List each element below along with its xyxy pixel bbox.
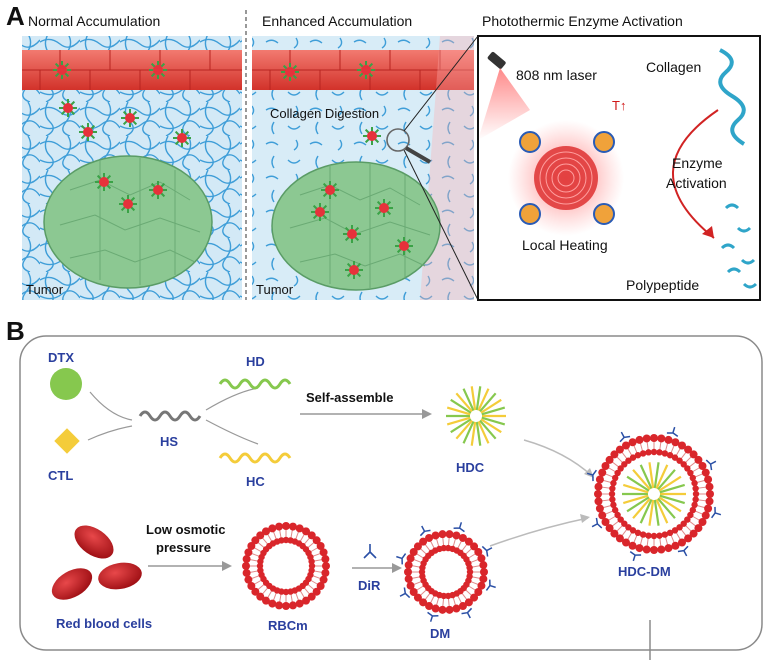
red-blood-cells-label: Red blood cells [56,616,152,631]
tumor-mass-normal [43,155,213,289]
dm-vesicle [396,522,496,622]
hc-label: HC [246,474,265,489]
nanoparticles [53,61,413,279]
dir-label: DiR [358,578,381,593]
laser-icon [478,51,530,140]
hdc-dm-label: HDC-DM [618,564,671,579]
enzyme-label: Enzyme [672,155,723,171]
dtx-label: DTX [48,350,74,365]
panel-b-letter: B [6,316,25,346]
enzyme-cluster [519,131,615,225]
normal-accumulation-scene: Tumor [22,36,242,300]
enhanced-accumulation-title: Enhanced Accumulation [262,13,412,29]
dm-label: DM [430,626,450,641]
photothermic-box: 808 nm laser T↑ Local Heating Collagen E… [477,35,761,301]
laser-label: 808 nm laser [516,67,597,83]
dir-molecule [363,544,377,559]
hc-polymer [218,452,292,464]
red-blood-cells [51,525,142,600]
polypeptide-label: Polypeptide [626,277,699,293]
collagen-digestion-label: Collagen Digestion [270,106,379,121]
dtx-molecule [50,368,82,400]
hs-polymer [138,410,202,422]
panel-a-letter: A [6,1,25,31]
ctl-molecule [54,428,80,454]
collagen-label: Collagen [646,59,701,75]
tumor-mass-enhanced [271,161,441,291]
panel-a: A Tumor [6,1,761,301]
low-osmotic-label-1: Low osmotic [146,522,225,537]
tumor-label-enhanced: Tumor [256,282,294,297]
hdc-label: HDC [456,460,485,475]
ctl-label: CTL [48,468,73,483]
photothermic-title: Photothermic Enzyme Activation [482,13,683,29]
polypeptide-fragments [720,203,758,289]
hdc-dm-particle [586,426,722,562]
activation-label: Activation [666,175,727,191]
rbcm-label: RBCm [268,618,308,633]
panel-b: B DTX CTL HS HD HC Self-assemble HDC [6,316,763,660]
magnifier-icon [386,128,410,152]
collagen-helix [718,48,746,146]
heated-nanoparticle [534,146,598,210]
tumor-label-normal: Tumor [26,282,64,297]
activation-arrow [672,109,719,239]
local-heating-label: Local Heating [522,237,608,253]
low-osmotic-label-2: pressure [156,540,211,555]
self-assemble-label: Self-assemble [306,390,393,405]
hd-label: HD [246,354,265,369]
rbcm-vesicle [242,522,330,610]
panel-b-frame [19,335,763,651]
temperature-label: T↑ [612,98,626,113]
hd-polymer [218,378,292,390]
normal-accumulation-title: Normal Accumulation [28,13,160,29]
hs-label: HS [160,434,178,449]
hdc-micelle [446,386,506,446]
